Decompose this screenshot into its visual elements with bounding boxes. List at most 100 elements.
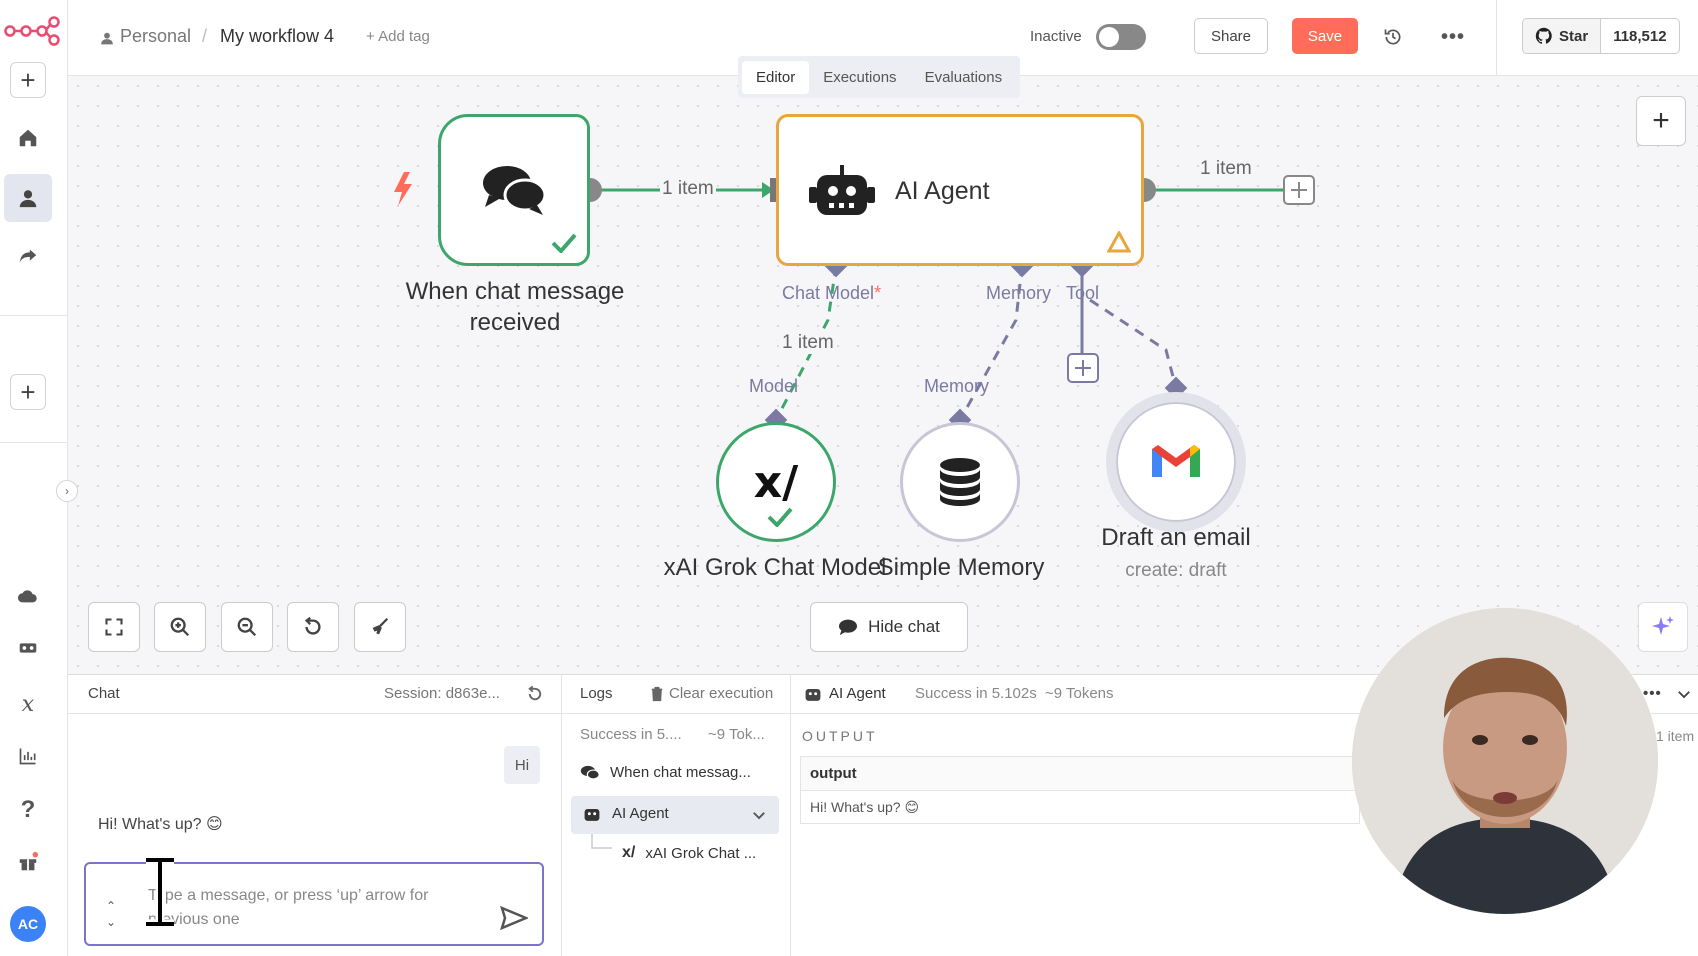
- gmail-icon: [1152, 445, 1200, 477]
- output-cell-value[interactable]: Hi! What's up? 😊: [810, 799, 920, 815]
- port-label-chat-model: Chat Model*: [782, 283, 881, 304]
- node-gmail[interactable]: [1106, 392, 1246, 532]
- log-item-label: AI Agent: [612, 805, 669, 822]
- add-tag-link[interactable]: + Add tag: [366, 28, 430, 45]
- templates-icon[interactable]: [12, 632, 44, 664]
- sidebar: + + x ? AC: [0, 0, 68, 956]
- output-node-name: AI Agent: [829, 685, 886, 702]
- trigger-node-label: When chat message received: [405, 278, 625, 336]
- edge-label-trigger-agent: 1 item: [660, 178, 716, 200]
- collapse-panel-icon[interactable]: [1675, 685, 1693, 703]
- panel-divider: [561, 674, 562, 956]
- gift-icon[interactable]: [12, 846, 44, 878]
- expand-sidebar-button[interactable]: ›: [56, 480, 78, 502]
- node-simple-memory[interactable]: [900, 422, 1020, 542]
- user-icon: [101, 32, 113, 45]
- tab-evaluations[interactable]: Evaluations: [924, 68, 1003, 86]
- active-toggle[interactable]: [1096, 24, 1146, 50]
- chat-message-user: Hi: [504, 746, 540, 784]
- port-chat-model-text: Chat Model: [782, 283, 875, 303]
- history-arrows-icon[interactable]: ⌃⌄: [106, 899, 117, 929]
- database-icon: [940, 458, 980, 506]
- tidy-up-button[interactable]: [354, 602, 406, 652]
- logs-panel-header: Logs Clear execution: [562, 674, 790, 714]
- output-tokens: ~9 Tokens: [1045, 685, 1114, 702]
- fit-view-button[interactable]: [88, 602, 140, 652]
- variables-icon[interactable]: x: [21, 691, 35, 717]
- add-project-button[interactable]: +: [10, 374, 46, 410]
- log-item-trigger[interactable]: When chat messag...: [580, 764, 751, 781]
- home-icon[interactable]: [12, 122, 44, 154]
- node-xai-grok[interactable]: x/: [716, 422, 836, 542]
- cloud-icon[interactable]: [12, 580, 44, 612]
- robot-icon: [584, 808, 600, 821]
- logs-summary-success: Success in 5....: [580, 726, 682, 743]
- hide-chat-label: Hide chat: [868, 617, 940, 636]
- robot-icon: [805, 688, 821, 701]
- avatar[interactable]: AC: [10, 906, 46, 942]
- history-icon[interactable]: [1380, 24, 1406, 50]
- create-button[interactable]: +: [10, 62, 46, 98]
- edge-label-model: 1 item: [780, 332, 836, 354]
- log-item-grok[interactable]: x/ xAI Grok Chat ...: [622, 844, 756, 862]
- share-arrow-icon[interactable]: [12, 240, 44, 272]
- share-button[interactable]: Share: [1194, 18, 1268, 54]
- trash-icon: [651, 686, 663, 701]
- log-item-agent[interactable]: AI Agent: [582, 805, 669, 822]
- view-tabs: Editor Executions Evaluations: [738, 56, 1021, 98]
- warning-icon: [1107, 231, 1131, 253]
- more-options-icon[interactable]: •••: [1440, 25, 1465, 48]
- chevron-down-icon[interactable]: [750, 806, 768, 824]
- reset-zoom-button[interactable]: [287, 602, 339, 652]
- robot-icon: [809, 165, 875, 215]
- github-star-count: 118,512: [1613, 27, 1667, 45]
- log-item-agent-selected[interactable]: [571, 796, 779, 834]
- broom-icon: [372, 617, 389, 635]
- add-node-button[interactable]: +: [1636, 96, 1686, 146]
- text-cursor-icon: [146, 856, 174, 928]
- sub-port-label-model: Model: [749, 376, 799, 396]
- chat-bubbles-icon: [580, 765, 600, 780]
- reset-session-icon[interactable]: [526, 685, 544, 703]
- chat-bubbles-icon: [483, 166, 547, 215]
- n8n-logo[interactable]: [4, 16, 60, 46]
- zoom-in-icon: [170, 617, 190, 637]
- grok-node-label: xAI Grok Chat Model: [663, 554, 887, 581]
- github-star-button[interactable]: Star: [1523, 19, 1602, 53]
- sub-port-label-memory: Memory: [924, 376, 990, 396]
- tab-editor[interactable]: Editor: [742, 60, 810, 94]
- toggle-knob: [1099, 27, 1119, 47]
- success-check-icon: [551, 233, 577, 253]
- workflow-name[interactable]: My workflow 4: [220, 26, 335, 46]
- breadcrumb-separator: /: [202, 26, 208, 46]
- tab-executions[interactable]: Executions: [823, 68, 897, 86]
- personal-icon[interactable]: [4, 174, 52, 222]
- undo-icon: [304, 616, 321, 635]
- output-column-header: output: [801, 757, 1359, 791]
- port-label-tool: Tool: [1066, 283, 1100, 303]
- ai-assistant-button[interactable]: [1638, 602, 1688, 652]
- presenter-video: [1352, 608, 1658, 914]
- port-label-memory: Memory: [986, 283, 1052, 303]
- send-icon[interactable]: [500, 906, 528, 930]
- node-chat-trigger[interactable]: [438, 114, 590, 266]
- node-ai-agent[interactable]: AI Agent: [776, 114, 1144, 266]
- output-status: Success in 5.102s: [915, 685, 1037, 702]
- session-id[interactable]: Session: d863e...: [384, 685, 500, 702]
- zoom-in-button[interactable]: [154, 602, 206, 652]
- clear-execution-button[interactable]: Clear execution: [669, 685, 774, 702]
- output-panel-header: AI Agent Success in 5.102s ~9 Tokens •••: [791, 674, 1698, 714]
- insights-icon[interactable]: [12, 740, 44, 772]
- zoom-out-button[interactable]: [221, 602, 273, 652]
- hide-chat-button[interactable]: Hide chat: [810, 602, 968, 652]
- breadcrumb-personal[interactable]: Personal: [120, 26, 192, 46]
- help-icon[interactable]: ?: [20, 796, 36, 823]
- github-star-label: Star: [1559, 27, 1589, 45]
- save-button[interactable]: Save: [1292, 18, 1358, 54]
- github-star-widget[interactable]: Star 118,512: [1522, 18, 1680, 54]
- agent-node-title: AI Agent: [895, 177, 990, 205]
- output-more-icon[interactable]: •••: [1643, 685, 1662, 702]
- webcam-overlay: [1352, 608, 1658, 914]
- sparkle-icon: [1652, 616, 1674, 635]
- xai-icon: x/: [753, 456, 799, 508]
